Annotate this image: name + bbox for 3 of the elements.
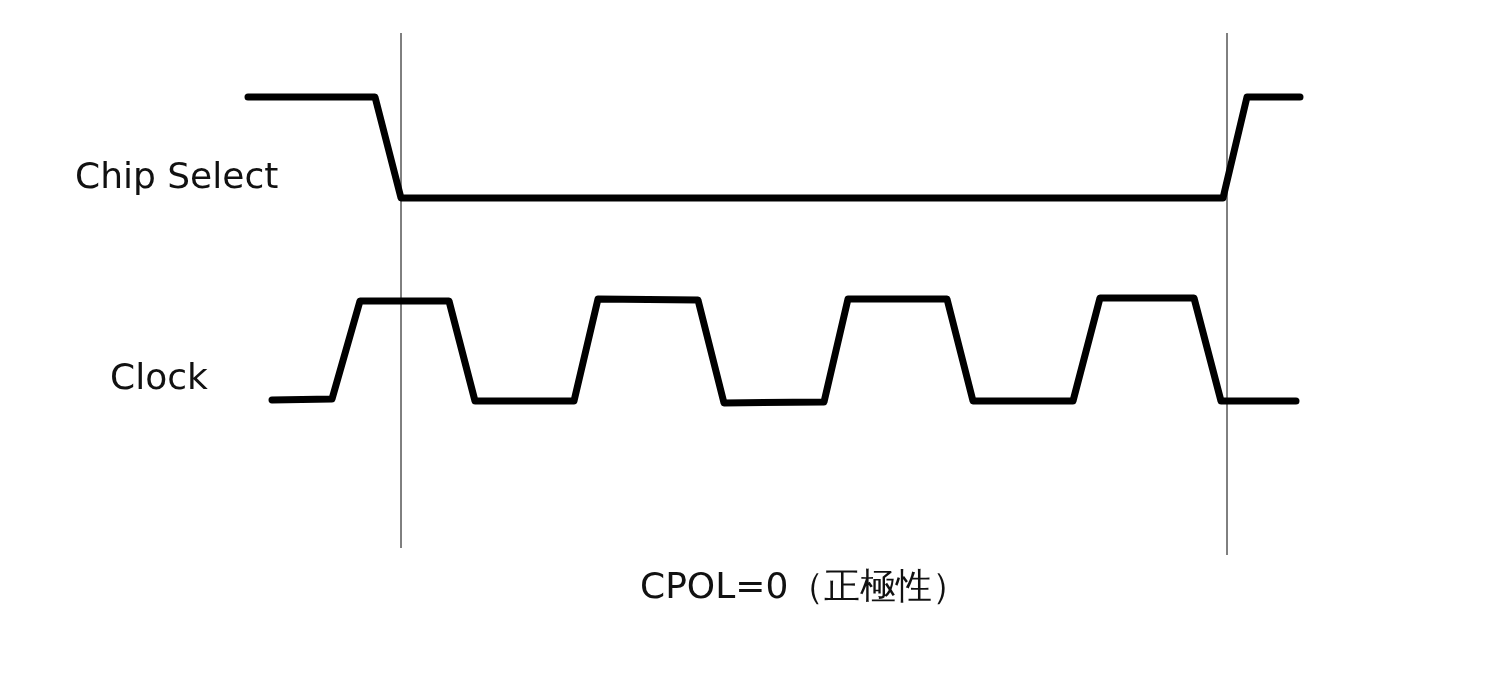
caption: CPOL=0（正極性）: [640, 568, 969, 604]
signal-label: Clock: [110, 359, 208, 395]
signal-label: Chip Select: [75, 158, 279, 194]
